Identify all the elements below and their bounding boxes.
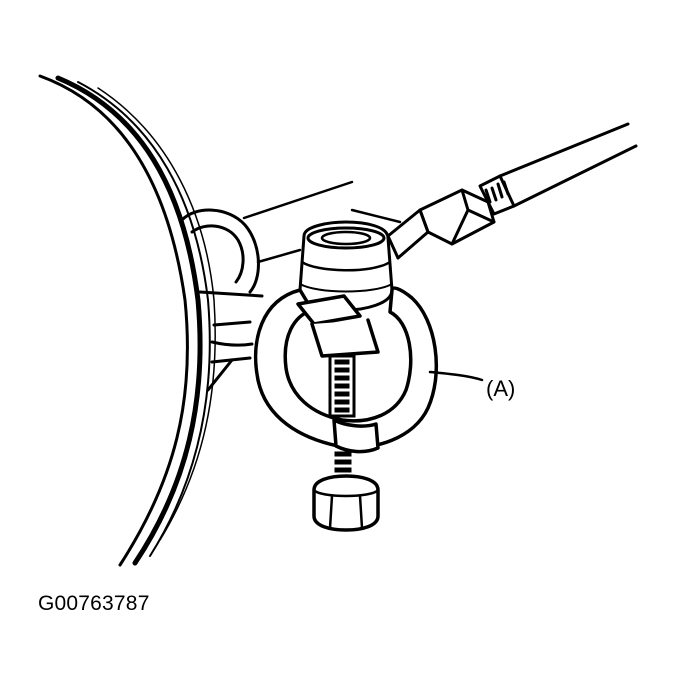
puller-yoke — [253, 286, 439, 454]
screw-head-nut — [312, 474, 380, 532]
wheel-rim — [38, 74, 216, 567]
steering-knuckle — [180, 208, 264, 392]
callout-label-a: (A) — [486, 376, 515, 401]
callout-leader-line — [428, 370, 484, 382]
tie-rod — [242, 180, 402, 264]
puller-screw — [328, 354, 356, 481]
steering-rod — [386, 122, 638, 260]
figure-id: G00763787 — [38, 592, 150, 615]
